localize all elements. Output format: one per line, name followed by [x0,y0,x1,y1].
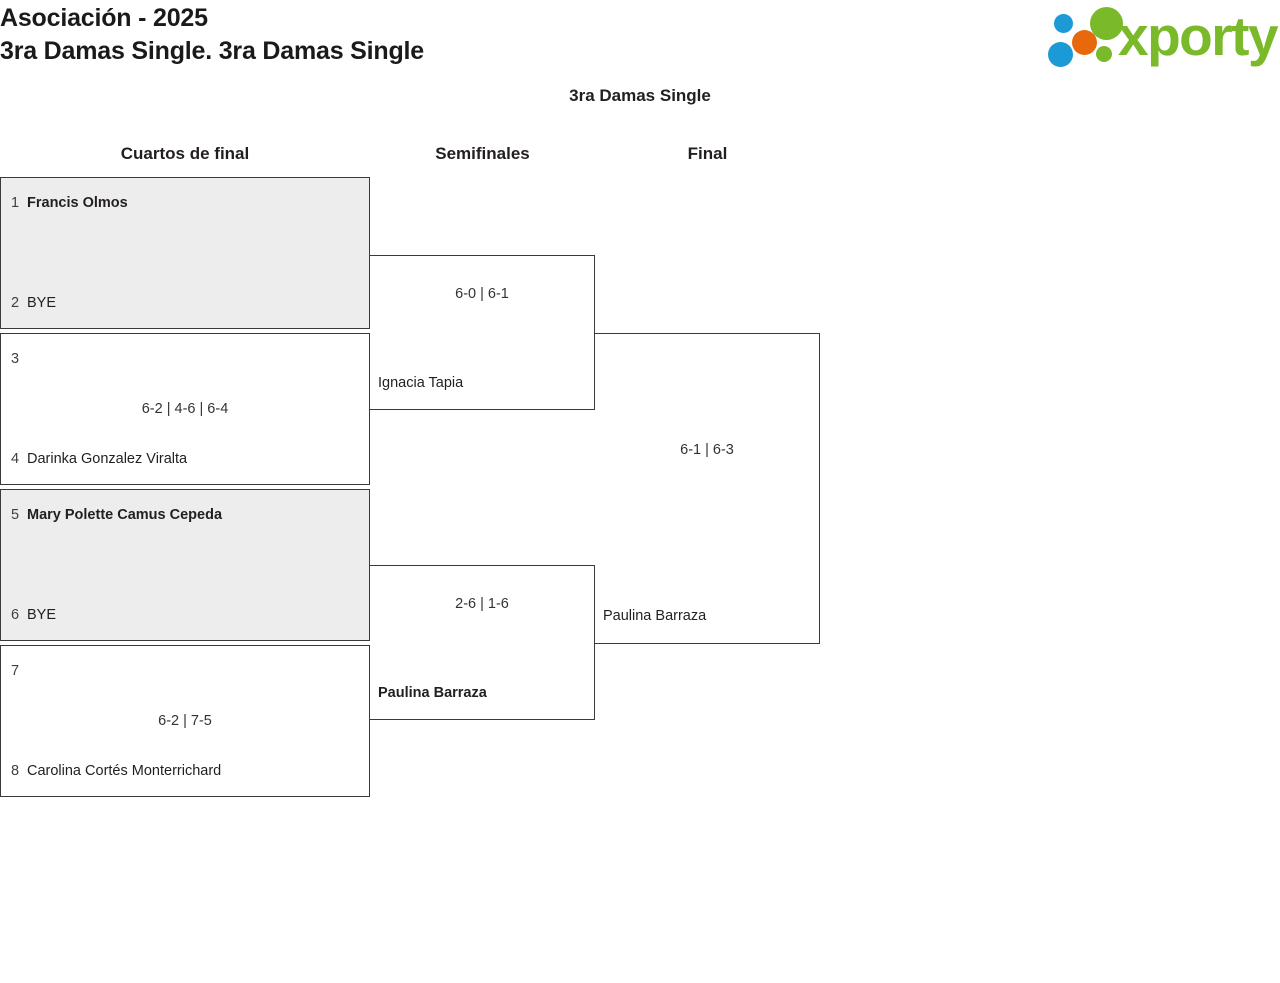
round-header-semifinals: Semifinales [435,144,530,163]
seed-number: 1 [11,195,20,211]
match-score: 6-2 | 7-5 [158,713,212,729]
match-score: 6-0 | 6-1 [455,286,509,302]
match-score: 2-6 | 1-6 [455,596,509,612]
match-quarterfinal-2[interactable]: 3 6-2 | 4-6 | 6-4 4 Darinka Gonzalez Vira… [0,333,370,485]
seed-number: 3 [11,351,20,367]
logo-dots-icon [1046,6,1128,68]
match-slot-player-top[interactable]: 3 [1,350,369,368]
logo-dot-blue-large-icon [1048,42,1073,67]
match-quarterfinal-3[interactable]: 5 Mary Polette Camus Cepeda 6 BYE [0,489,370,641]
player-name: Darinka Gonzalez Viralta [27,451,188,467]
match-quarterfinal-1[interactable]: 1 Francis Olmos 2 BYE [0,177,370,329]
match-slot-player-bottom[interactable]: 6 BYE [1,606,369,624]
player-name: BYE [27,607,57,623]
bracket-title: 3ra Damas Single [569,86,711,105]
match-slot-player-bottom[interactable]: Paulina Barraza [595,607,819,625]
match-quarterfinal-4[interactable]: 7 6-2 | 7-5 8 Carolina Cortés Monterricha… [0,645,370,797]
seed-number: 5 [11,507,20,523]
match-semifinal-2[interactable]: 2-6 | 1-6 Paulina Barraza [370,565,595,720]
round-header-quarterfinals: Cuartos de final [120,144,250,163]
match-slot-player-bottom[interactable]: 8 Carolina Cortés Monterrichard [1,762,369,780]
round-header-row: Cuartos de final Semifinales Final [0,144,1280,168]
player-name: Ignacia Tapia [378,375,464,391]
match-slot-player-bottom[interactable]: 4 Darinka Gonzalez Viralta [1,450,369,468]
match-slot-player-bottom[interactable]: Ignacia Tapia [370,374,594,392]
player-name: Carolina Cortés Monterrichard [27,763,222,779]
match-score: 6-1 | 6-3 [680,442,734,458]
round-header-final: Final [687,144,728,163]
seed-number: 8 [11,763,20,779]
logo-wordmark: xporty [1118,5,1279,67]
match-slot-player-top[interactable]: 5 Mary Polette Camus Cepeda [1,506,369,524]
match-slot-player-bottom[interactable]: 2 BYE [1,294,369,312]
logo-dot-orange-icon [1072,30,1097,55]
match-slot-player-top[interactable]: 7 [1,662,369,680]
match-final[interactable]: 6-1 | 6-3 Paulina Barraza [595,333,820,644]
logo-dot-green-large-icon [1090,7,1123,40]
match-score: 6-2 | 4-6 | 6-4 [141,401,229,417]
event-line: 3ra Damas Single. 3ra Damas Single [0,37,424,65]
logo-dot-green-small-icon [1096,46,1112,62]
player-name: BYE [27,295,57,311]
page-title: Asociación - 2025 3ra Damas Single. 3ra … [0,2,424,68]
player-name: Francis Olmos [27,195,128,211]
page-header: Asociación - 2025 3ra Damas Single. 3ra … [0,0,1280,75]
seed-number: 7 [11,663,20,679]
xporty-logo[interactable]: xporty [1046,5,1279,70]
organization-line: Asociación - 2025 [0,4,208,32]
seed-number: 4 [11,451,20,467]
seed-number: 2 [11,295,20,311]
player-name: Paulina Barraza [603,608,707,624]
player-name: Paulina Barraza [378,685,487,701]
logo-dot-blue-small-icon [1054,14,1073,33]
player-name: Mary Polette Camus Cepeda [27,507,223,523]
match-slot-player-top[interactable]: 1 Francis Olmos [1,194,369,212]
match-slot-player-bottom[interactable]: Paulina Barraza [370,684,594,702]
match-semifinal-1[interactable]: 6-0 | 6-1 Ignacia Tapia [370,255,595,410]
seed-number: 6 [11,607,20,623]
